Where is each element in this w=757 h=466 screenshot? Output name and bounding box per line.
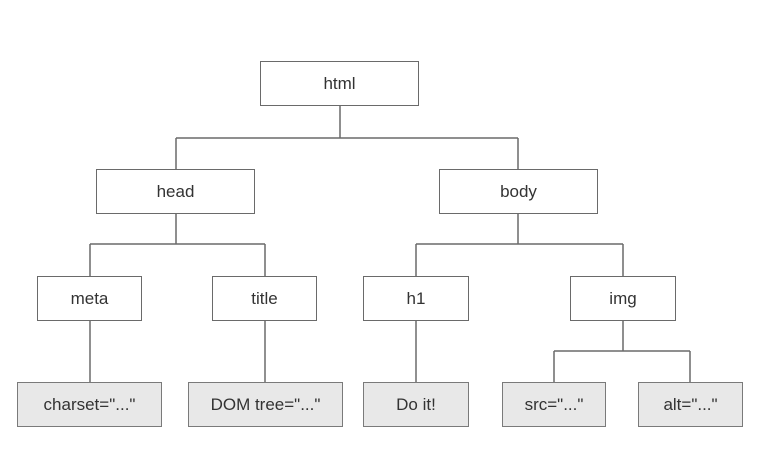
node-h1: h1: [363, 276, 469, 321]
leaf-alt-attribute: alt="...": [638, 382, 743, 427]
node-title: title: [212, 276, 317, 321]
leaf-charset-attribute: charset="...": [17, 382, 162, 427]
node-head: head: [96, 169, 255, 214]
node-img: img: [570, 276, 676, 321]
leaf-src-attribute: src="...": [502, 382, 606, 427]
leaf-h1-text: Do it!: [363, 382, 469, 427]
edge-head-children: [89, 214, 266, 276]
edge-img-children: [553, 321, 691, 382]
leaf-title-text: DOM tree="...": [188, 382, 343, 427]
node-html: html: [260, 61, 419, 106]
edge-body-children: [415, 214, 624, 276]
node-meta: meta: [37, 276, 142, 321]
node-body: body: [439, 169, 598, 214]
edge-html-children: [175, 106, 519, 169]
